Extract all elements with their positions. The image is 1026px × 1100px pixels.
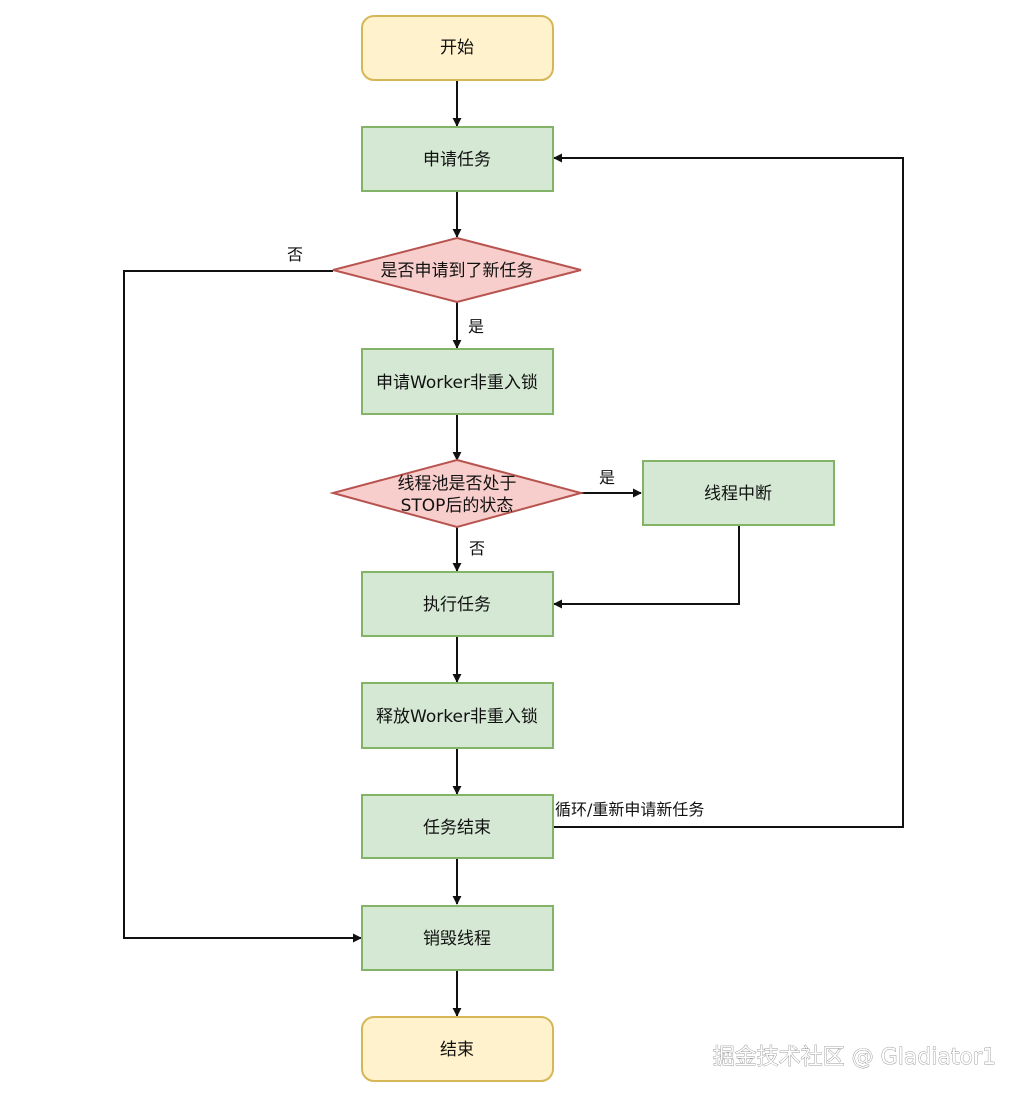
edge-loop-to-apply [553,153,904,828]
edge-no-task-to-destroy [123,270,362,943]
watermark: 掘金技术社区 @ Gladiator1 [713,1045,996,1070]
node-start: 开始 [361,15,554,81]
node-got-new-task-label: 是否申请到了新任务 [381,261,534,281]
node-thread-interrupt: 线程中断 [642,460,835,526]
node-acquire-lock-label: 申请Worker非重入锁 [376,373,538,393]
edge-label-stop-no: 否 [469,539,485,558]
node-run-task-label: 执行任务 [423,595,491,615]
node-release-lock-label: 释放Worker非重入锁 [376,707,538,727]
node-pool-stop-line1: 线程池是否处于 [398,474,517,494]
node-destroy-thread: 销毁线程 [361,905,554,971]
edge-label-stop-yes: 是 [599,468,615,487]
node-pool-stop-check: 线程池是否处于 STOP后的状态 [329,458,585,529]
edge-label-loop: 循环/重新申请新任务 [555,800,704,819]
node-release-lock: 释放Worker非重入锁 [361,682,554,749]
node-task-end: 任务结束 [361,794,554,859]
node-pool-stop-line2: STOP后的状态 [401,496,514,516]
node-apply-task: 申请任务 [361,126,554,192]
node-task-end-label: 任务结束 [423,818,491,838]
edge-label-has-task: 是 [468,317,484,336]
node-apply-task-label: 申请任务 [423,150,491,170]
node-end-label: 结束 [440,1040,474,1060]
node-start-label: 开始 [440,38,474,58]
node-thread-interrupt-label: 线程中断 [704,484,772,504]
node-acquire-lock: 申请Worker非重入锁 [361,348,554,415]
node-destroy-thread-label: 销毁线程 [423,929,491,949]
edge-label-no-task: 否 [287,245,303,264]
node-got-new-task: 是否申请到了新任务 [332,236,582,304]
edges [123,80,904,1017]
node-end: 结束 [361,1016,554,1082]
node-run-task: 执行任务 [361,571,554,637]
edge-interrupt-to-run [553,525,740,609]
